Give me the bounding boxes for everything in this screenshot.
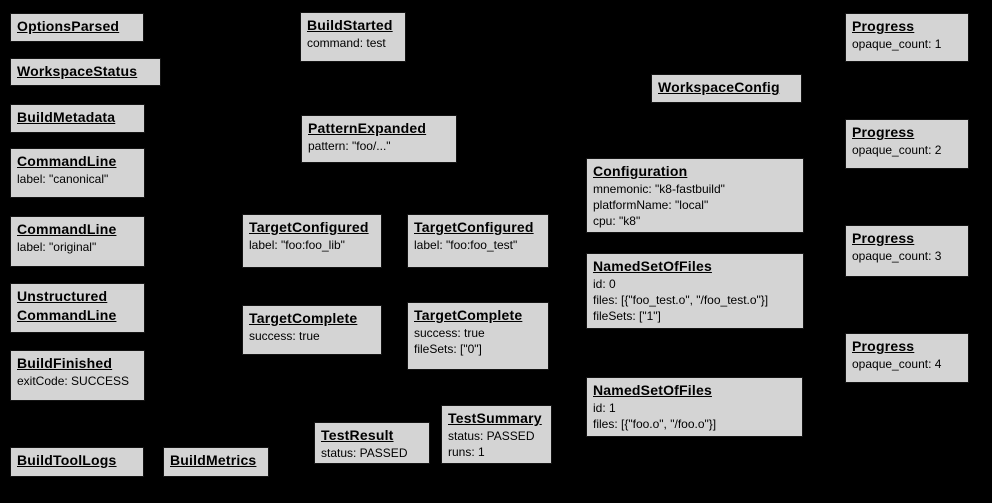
event-box-named-set-of-files-1: NamedSetOfFiles id: 1 files: [{"foo.o", … [586, 377, 803, 437]
event-title: TestSummary [448, 410, 542, 426]
event-field: opaque_count: 1 [852, 37, 942, 51]
event-box-progress-1: Progress opaque_count: 1 [845, 13, 969, 62]
event-field: fileSets: ["1"] [593, 309, 661, 323]
event-box-pattern-expanded: PatternExpanded pattern: "foo/..." [301, 115, 457, 163]
event-field: platformName: "local" [593, 198, 709, 212]
event-field: status: PASSED [321, 446, 408, 460]
event-box-unstructured-command-line: Unstructured CommandLine [10, 283, 145, 333]
event-box-command-line-canonical: CommandLine label: "canonical" [10, 148, 145, 198]
event-field: runs: 1 [448, 445, 485, 459]
event-field: opaque_count: 4 [852, 357, 942, 371]
event-field: opaque_count: 3 [852, 249, 942, 263]
event-box-command-line-original: CommandLine label: "original" [10, 216, 145, 267]
event-title: TargetComplete [414, 307, 523, 323]
event-field: pattern: "foo/..." [308, 139, 391, 153]
event-title: BuildMetrics [170, 452, 257, 468]
event-title: OptionsParsed [17, 18, 120, 34]
event-title: Progress [852, 124, 915, 140]
event-box-target-configured-foo-test: TargetConfigured label: "foo:foo_test" [407, 214, 549, 268]
event-box-named-set-of-files-0: NamedSetOfFiles id: 0 files: [{"foo_test… [586, 253, 804, 329]
event-title: CommandLine [17, 153, 117, 169]
event-field: status: PASSED [448, 429, 535, 443]
event-box-build-metadata: BuildMetadata [10, 104, 145, 133]
event-box-progress-2: Progress opaque_count: 2 [845, 119, 969, 169]
event-field: command: test [307, 36, 386, 50]
event-box-target-complete-foo-lib: TargetComplete success: true [242, 305, 382, 355]
event-field: cpu: "k8" [593, 214, 641, 228]
event-field: id: 1 [593, 401, 616, 415]
event-field: mnemonic: "k8-fastbuild" [593, 182, 725, 196]
event-title: NamedSetOfFiles [593, 382, 712, 398]
event-title: Unstructured CommandLine [17, 288, 117, 323]
event-field: id: 0 [593, 277, 616, 291]
event-field: label: "canonical" [17, 172, 109, 186]
event-field: files: [{"foo_test.o", "/foo_test.o"}] [593, 293, 769, 307]
event-box-test-summary: TestSummary status: PASSED runs: 1 [441, 405, 552, 464]
event-title: TargetComplete [249, 310, 358, 326]
event-field: exitCode: SUCCESS [17, 374, 130, 388]
event-title: BuildMetadata [17, 109, 116, 125]
event-box-workspace-config: WorkspaceConfig [651, 74, 802, 103]
event-field: fileSets: ["0"] [414, 342, 482, 356]
event-box-build-finished: BuildFinished exitCode: SUCCESS [10, 350, 145, 401]
event-field: opaque_count: 2 [852, 143, 942, 157]
event-box-workspace-status: WorkspaceStatus [10, 58, 161, 86]
event-box-target-complete-foo-test: TargetComplete success: true fileSets: [… [407, 302, 549, 370]
event-box-build-started: BuildStarted command: test [300, 12, 406, 62]
event-title: Progress [852, 338, 915, 354]
event-title: CommandLine [17, 221, 117, 237]
event-title: TargetConfigured [249, 219, 369, 235]
event-box-target-configured-foo-lib: TargetConfigured label: "foo:foo_lib" [242, 214, 382, 268]
event-title: BuildFinished [17, 355, 113, 371]
event-box-progress-4: Progress opaque_count: 4 [845, 333, 969, 383]
event-field: label: "foo:foo_test" [414, 238, 518, 252]
event-field: label: "foo:foo_lib" [249, 238, 345, 252]
event-field: label: "original" [17, 240, 97, 254]
event-title: Progress [852, 18, 915, 34]
event-box-options-parsed: OptionsParsed [10, 13, 144, 42]
event-title: TargetConfigured [414, 219, 534, 235]
event-title: PatternExpanded [308, 120, 427, 136]
event-title: BuildStarted [307, 17, 393, 33]
event-title: WorkspaceStatus [17, 63, 138, 79]
event-title: WorkspaceConfig [658, 79, 780, 95]
event-box-progress-3: Progress opaque_count: 3 [845, 225, 969, 277]
event-box-test-result: TestResult status: PASSED [314, 422, 430, 464]
event-title: NamedSetOfFiles [593, 258, 712, 274]
event-field: success: true [249, 329, 320, 343]
event-box-build-metrics: BuildMetrics [163, 447, 269, 477]
event-field: success: true [414, 326, 485, 340]
event-field: files: [{"foo.o", "/foo.o"}] [593, 417, 717, 431]
event-box-build-tool-logs: BuildToolLogs [10, 447, 144, 477]
event-title: BuildToolLogs [17, 452, 117, 468]
event-title: Progress [852, 230, 915, 246]
event-title: Configuration [593, 163, 688, 179]
event-box-configuration: Configuration mnemonic: "k8-fastbuild" p… [586, 158, 804, 233]
event-title: TestResult [321, 427, 394, 443]
